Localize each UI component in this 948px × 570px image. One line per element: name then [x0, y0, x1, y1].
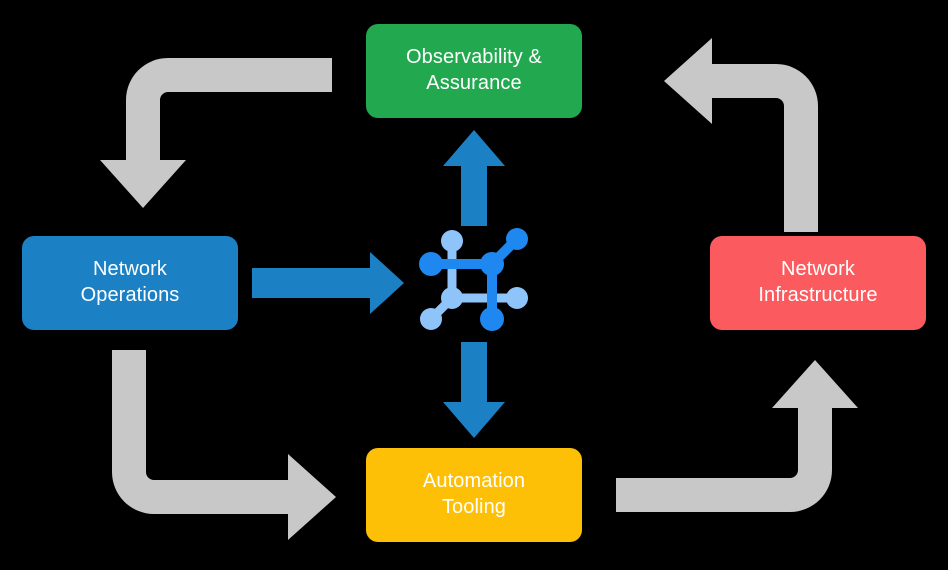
icon-node-left-mid [419, 252, 443, 276]
connector-center-to-observability [443, 130, 505, 226]
icon-node-bottom-right [480, 307, 504, 331]
icon-node-bottom-left [441, 287, 463, 309]
connector-automation-to-infrastructure [616, 360, 858, 512]
node-automation-tooling[interactable]: Automation Tooling [366, 448, 582, 542]
connector-operations-to-center [252, 252, 404, 314]
icon-node-bottom-left-sat [420, 308, 442, 330]
connector-operations-to-automation [112, 350, 336, 540]
icon-node-top-right-sat [506, 228, 528, 250]
network-topology-icon [419, 228, 528, 331]
node-observability-assurance[interactable]: Observability & Assurance [366, 24, 582, 118]
icon-node-center [480, 252, 504, 276]
connector-center-to-automation [443, 342, 505, 438]
connector-observability-to-operations [100, 58, 332, 208]
node-network-operations[interactable]: Network Operations [22, 236, 238, 330]
icon-node-top-left-sat [441, 230, 463, 252]
node-network-infrastructure[interactable]: Network Infrastructure [710, 236, 926, 330]
icon-node-right-mid [506, 287, 528, 309]
connector-infrastructure-to-observability [664, 38, 818, 232]
